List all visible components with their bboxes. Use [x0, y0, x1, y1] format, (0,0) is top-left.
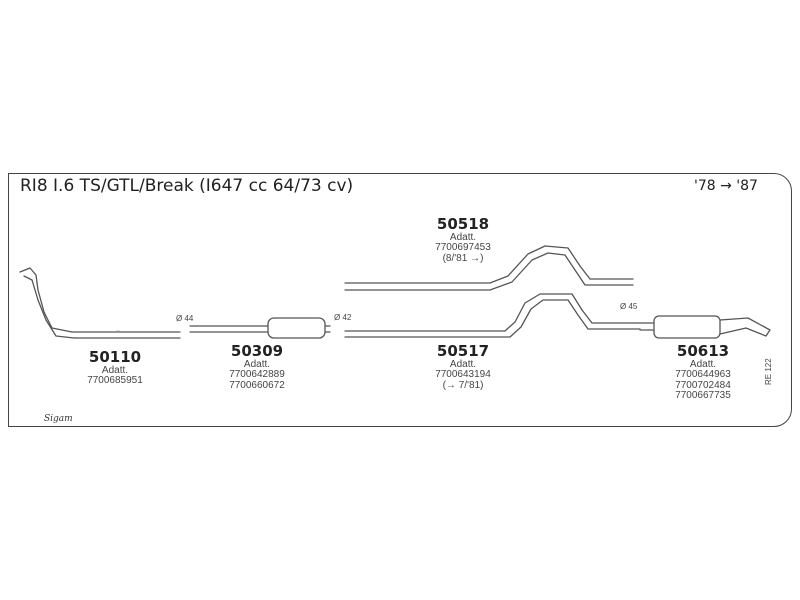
- diameter-label-44: Ø 44: [176, 314, 194, 323]
- part-line: Adatt.: [101, 364, 129, 376]
- part-line: Adatt.: [449, 358, 477, 370]
- part-number: 50110: [88, 348, 142, 366]
- part-line: 7700697453: [435, 242, 491, 254]
- part-line: Adatt.: [449, 231, 477, 243]
- rear-pipe-50517: [344, 293, 641, 338]
- part-line: 7700702484: [675, 379, 731, 391]
- catalog-code: RE 122: [764, 358, 773, 385]
- rear-pipe-50518: [344, 245, 634, 291]
- rear-silencer-50613: [653, 315, 721, 339]
- part-label-50309: 50309 Adatt. 7700642889 7700660672: [212, 342, 302, 391]
- part-line: 7700644963: [675, 369, 731, 381]
- part-number: 50518: [436, 215, 490, 233]
- part-line: 7700643194: [435, 369, 491, 381]
- year-range: '78 → '87: [694, 178, 758, 194]
- part-number: 50613: [676, 342, 730, 360]
- diameter-label-45: Ø 45: [620, 302, 638, 311]
- part-label-50613: 50613 Adatt. 7700644963 7700702484 77006…: [658, 342, 748, 402]
- diagram-frame: [8, 173, 792, 427]
- part-line: 7700642889: [229, 369, 285, 381]
- part-line: 7700685951: [87, 375, 143, 387]
- front-pipe-50110-lower: [23, 275, 181, 339]
- part-label-50110: 50110 Adatt. 7700685951: [70, 348, 160, 387]
- diameter-label-42: Ø 42: [334, 313, 352, 322]
- center-pipe-50309: [189, 325, 331, 333]
- part-line: (8/'81 →): [442, 252, 484, 264]
- front-pipe-50110: [19, 267, 181, 333]
- center-silencer-50309: [267, 317, 326, 339]
- part-number: 50517: [436, 342, 490, 360]
- part-line: 7700660672: [229, 379, 285, 391]
- part-number: 50309: [230, 342, 284, 360]
- tail-pipe-50613: [639, 317, 771, 337]
- part-label-50517: 50517 Adatt. 7700643194 (→ 7/'81): [418, 342, 508, 391]
- part-line: (→ 7/'81): [442, 379, 484, 391]
- brand-logo: Sigam: [44, 414, 73, 424]
- part-line: Adatt.: [689, 358, 717, 370]
- part-label-50518: 50518 Adatt. 7700697453 (8/'81 →): [418, 215, 508, 264]
- part-line: 7700667735: [675, 390, 731, 402]
- part-line: Adatt.: [243, 358, 271, 370]
- clamp-mark: ○: [116, 329, 120, 335]
- diagram-title: RI8 I.6 TS/GTL/Break (I647 cc 64/73 cv): [20, 176, 354, 196]
